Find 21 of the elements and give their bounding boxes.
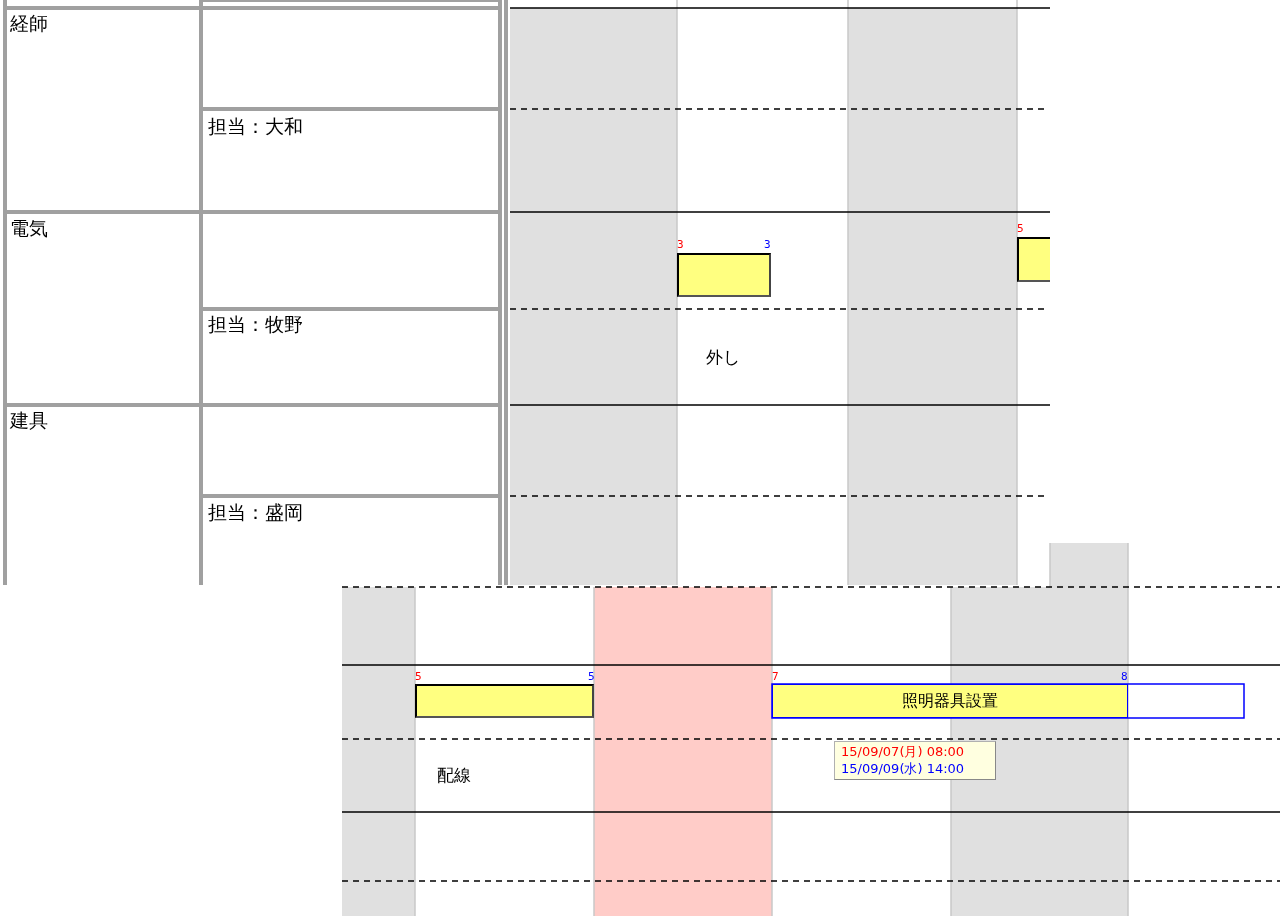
category-label: 電気 bbox=[10, 217, 48, 239]
person-label: 担当：大和 bbox=[208, 115, 303, 137]
day-number: 5 bbox=[415, 671, 422, 683]
day-number: 5 bbox=[1017, 223, 1024, 235]
day-number: 7 bbox=[772, 671, 779, 683]
person-label: 担当：牧野 bbox=[208, 313, 303, 335]
task-bar bbox=[415, 684, 594, 718]
task-bar bbox=[1017, 237, 1050, 282]
task-label: 配線 bbox=[437, 764, 471, 786]
end-time: 15/09/09(水) 14:00 bbox=[841, 761, 965, 777]
task-bar bbox=[677, 253, 771, 297]
day-number: 8 bbox=[1121, 671, 1128, 683]
person-label: 担当：盛岡 bbox=[208, 501, 303, 523]
task-label: 外し bbox=[706, 346, 740, 368]
day-number: 5 bbox=[588, 671, 595, 683]
category-label: 経師 bbox=[10, 12, 48, 34]
task-bar: 照明器具設置 bbox=[772, 684, 1128, 718]
day-number: 3 bbox=[677, 239, 684, 251]
day-number: 3 bbox=[764, 239, 771, 251]
start-time: 15/09/07(月) 08:00 bbox=[841, 744, 965, 760]
category-label: 建具 bbox=[10, 409, 48, 431]
